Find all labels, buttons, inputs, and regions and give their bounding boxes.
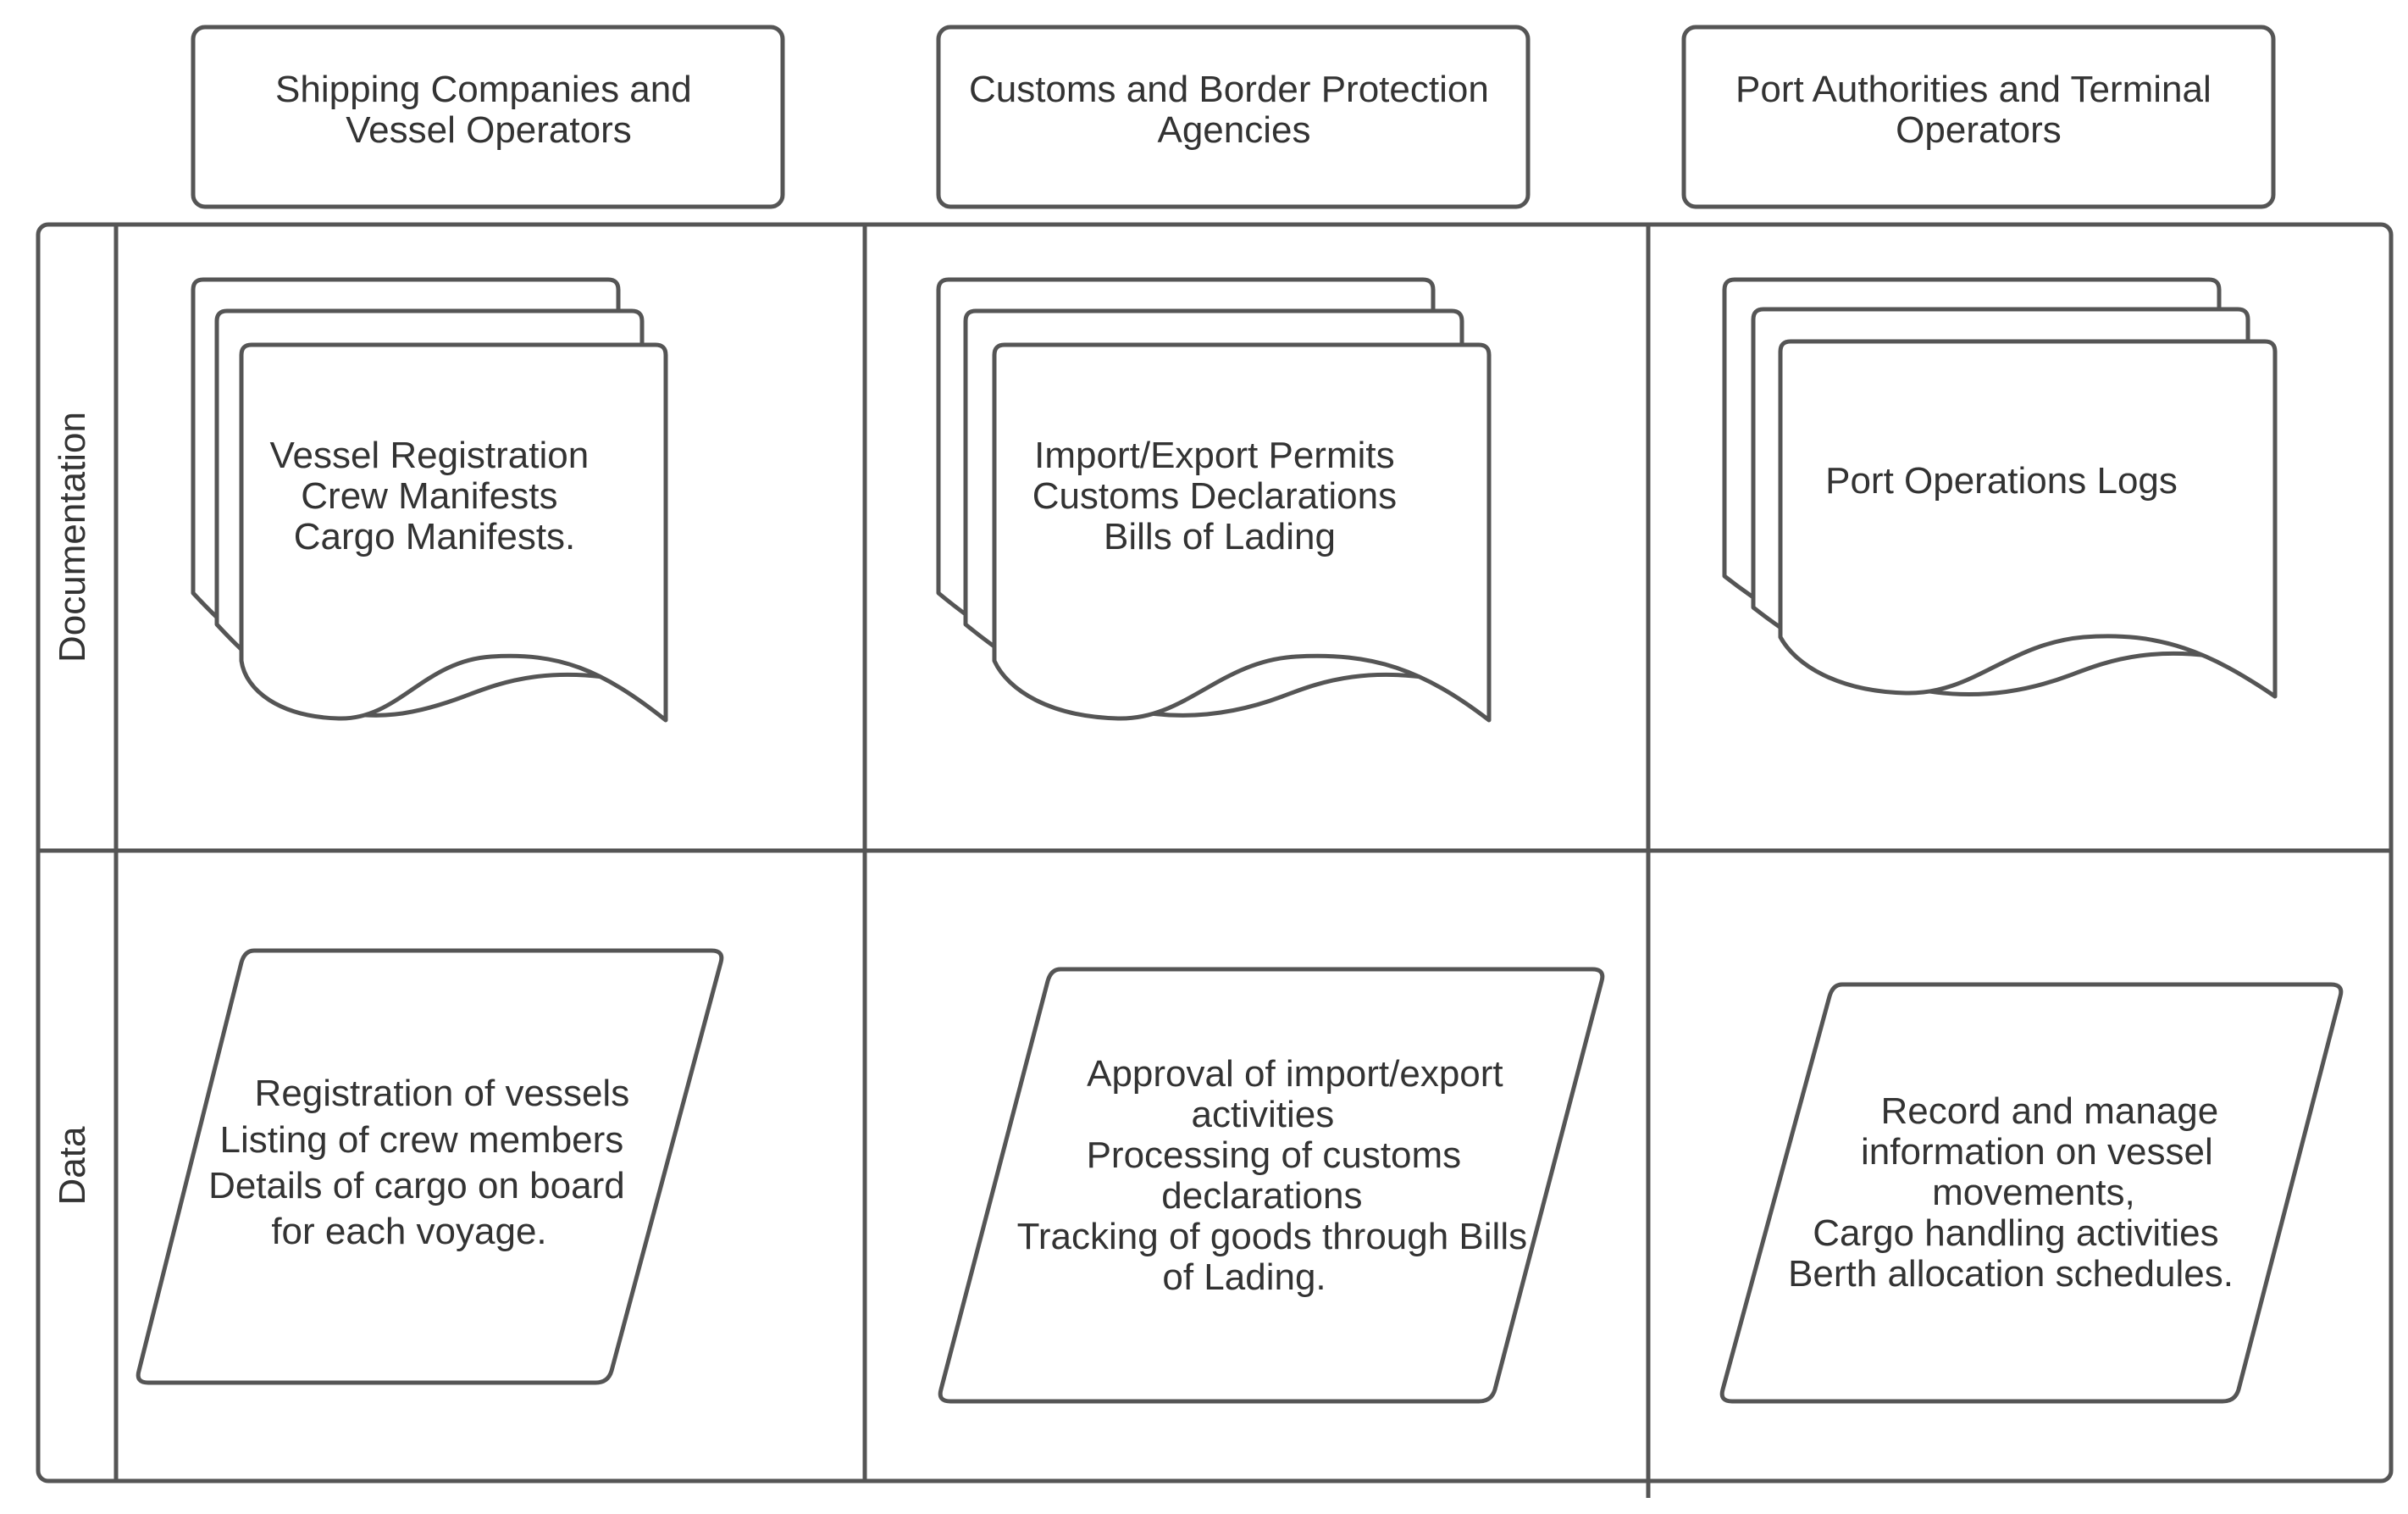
column-header-customs: Customs and Border Protection Agencies — [936, 25, 1531, 209]
data-line: Tracking of goods through Bills — [1017, 1216, 1527, 1257]
data-line: Berth allocation schedules. — [1788, 1253, 2234, 1295]
data-line: Listing of crew members — [219, 1119, 623, 1161]
column-header-line: Agencies — [1157, 109, 1310, 151]
document-line: Import/Export Permits — [1034, 435, 1394, 476]
data-text-customs: Approval of import/export activities Pro… — [1017, 1053, 1538, 1298]
column-header-line: Port Authorities and Terminal — [1735, 69, 2211, 110]
multi-document-shipping: Vessel Registration Crew Manifests Cargo… — [191, 277, 668, 723]
column-header-line: Customs and Border Protection — [969, 69, 1489, 110]
column-header-customs-text: Customs and Border Protection Agencies — [969, 69, 1499, 151]
multi-document-customs: Import/Export Permits Customs Declaratio… — [936, 277, 1492, 723]
data-line: Approval of import/export — [1087, 1053, 1503, 1095]
data-shape-port: Record and manage information on vessel … — [1719, 982, 2344, 1404]
document-line: Vessel Registration — [270, 435, 590, 476]
data-line: declarations — [1161, 1175, 1362, 1217]
data-text-port: Record and manage information on vessel … — [1788, 1090, 2234, 1295]
column-header-shipping-text: Shipping Companies and Vessel Operators — [275, 69, 702, 151]
column-header-port-text: Port Authorities and Terminal Operators — [1735, 69, 2222, 151]
column-header-shipping: Shipping Companies and Vessel Operators — [191, 25, 785, 209]
document-line: Port Operations Logs — [1825, 460, 2178, 502]
data-line: for each voyage. — [271, 1211, 546, 1252]
data-line: Details of cargo on board — [208, 1165, 625, 1206]
document-line: Customs Declarations — [1032, 475, 1397, 517]
document-line: Cargo Manifests. — [294, 516, 576, 557]
data-line: information on vessel — [1861, 1131, 2213, 1173]
column-header-line: Shipping Companies and — [275, 69, 692, 110]
data-shape-customs: Approval of import/export activities Pro… — [938, 967, 1605, 1404]
data-line: Record and manage — [1881, 1090, 2219, 1132]
row-label-data: Data — [52, 1126, 93, 1205]
row-label-documentation: Documentation — [52, 412, 93, 663]
data-line: activities — [1192, 1094, 1335, 1135]
data-line: Cargo handling activities — [1813, 1212, 2218, 1254]
document-line: Crew Manifests — [301, 475, 557, 517]
column-header-line: Vessel Operators — [346, 109, 632, 151]
data-line: of Lading. — [1162, 1256, 1326, 1298]
data-line: Processing of customs — [1087, 1134, 1462, 1176]
column-header-port: Port Authorities and Terminal Operators — [1681, 25, 2276, 209]
data-text-shipping: Registration of vessels Listing of crew … — [208, 1073, 639, 1252]
document-text-customs: Import/Export Permits Customs Declaratio… — [1032, 435, 1408, 557]
data-line: movements, — [1932, 1172, 2135, 1213]
document-text-shipping: Vessel Registration Crew Manifests Cargo… — [270, 435, 600, 557]
data-line: Registration of vessels — [255, 1073, 630, 1114]
multi-document-port: Port Operations Logs — [1722, 277, 2278, 699]
document-line: Bills of Lading — [1104, 516, 1336, 557]
data-shape-shipping: Registration of vessels Listing of crew … — [136, 948, 724, 1385]
column-header-line: Operators — [1896, 109, 2062, 151]
document-text-port: Port Operations Logs — [1825, 460, 2178, 502]
